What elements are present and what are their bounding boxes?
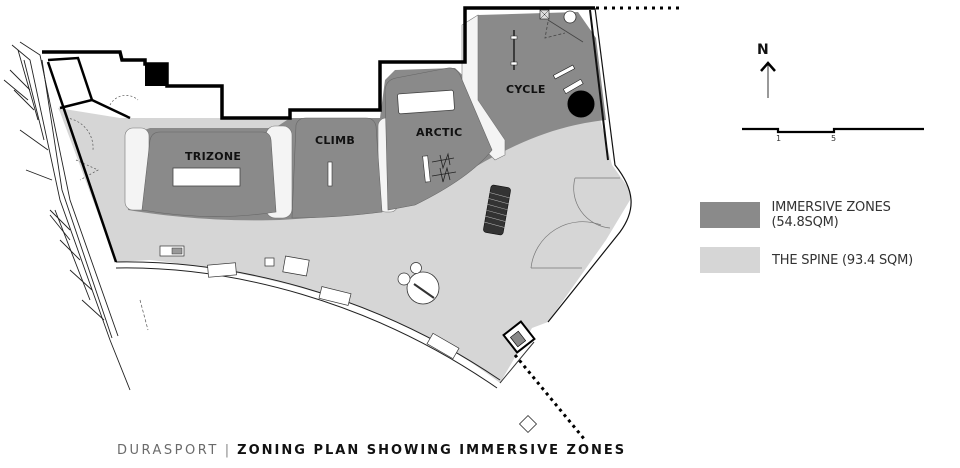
se-boundary xyxy=(513,354,587,441)
cycle-column xyxy=(563,10,577,24)
legend-swatch-spine xyxy=(700,247,760,273)
zone-label-cycle: CYCLE xyxy=(506,83,546,96)
zone-label-climb: CLIMB xyxy=(315,134,355,147)
se-lift-inner xyxy=(509,330,527,348)
scale-tick-1: 1 xyxy=(776,134,782,143)
scale-tick-5: 5 xyxy=(831,134,837,143)
cycle-bike-2 xyxy=(552,64,576,80)
cycle-corner-door xyxy=(544,21,566,39)
facade-seat-1 xyxy=(207,262,237,278)
cycle-bike-1-pedal xyxy=(510,61,518,66)
trizone-bench xyxy=(172,167,241,187)
legend-label-immersive: IMMERSIVE ZONES (54.8SQM) xyxy=(771,200,891,230)
spine-table xyxy=(406,271,440,305)
west-dashed-line xyxy=(139,299,149,331)
entry-wall xyxy=(47,56,94,110)
spine-rack xyxy=(483,184,511,236)
caption-separator: | xyxy=(224,443,232,458)
cycle-tank xyxy=(566,89,596,119)
legend-label-spine: THE SPINE (93.4 SQM) xyxy=(772,252,913,268)
legend-swatch-immersive xyxy=(700,202,760,228)
legend: IMMERSIVE ZONES (54.8SQM) THE SPINE (93.… xyxy=(700,200,960,292)
cycle-corner-wall xyxy=(547,19,584,43)
climb-equipment xyxy=(327,161,333,187)
climb-room xyxy=(291,117,383,219)
west-facade-glazing xyxy=(46,61,118,263)
south-facade-outer xyxy=(115,267,498,389)
facade-seat-3 xyxy=(426,332,460,360)
figure-caption: DURASPORT | ZONING PLAN SHOWING IMMERSIVE … xyxy=(117,443,626,458)
door-swing-1 xyxy=(573,177,611,229)
arctic-bench xyxy=(397,89,455,115)
spine-table-item xyxy=(413,283,435,299)
cycle-vent-cross xyxy=(539,9,550,20)
facade-seat-2 xyxy=(318,286,352,306)
spine-box xyxy=(264,257,275,267)
west-truss xyxy=(3,41,131,391)
spine-stool-1 xyxy=(397,272,411,286)
cycle-bike-1-seat xyxy=(510,35,518,40)
door-swing-2 xyxy=(530,221,602,269)
spine-stool-2 xyxy=(410,262,422,274)
north-wall xyxy=(42,6,595,120)
zone-label-arctic: ARCTIC xyxy=(416,126,463,139)
scale-bar xyxy=(742,127,924,134)
spine-bench xyxy=(282,255,310,277)
se-wall xyxy=(499,341,535,384)
service-block xyxy=(145,64,167,86)
north-label: N xyxy=(757,42,769,58)
east-wall xyxy=(547,7,632,323)
door-swing-north xyxy=(109,95,139,106)
zone-label-trizone: TRIZONE xyxy=(185,150,241,163)
caption-title: ZONING PLAN SHOWING IMMERSIVE ZONES xyxy=(237,443,627,458)
spine-rack-lines xyxy=(483,192,511,228)
arctic-equipment-2 xyxy=(431,152,457,183)
entry-lobby xyxy=(91,98,131,120)
door-swing-west-1 xyxy=(65,117,94,151)
caption-brand: DURASPORT xyxy=(117,443,219,458)
legend-item-spine: THE SPINE (93.4 SQM) xyxy=(700,247,960,273)
spine-console-screen xyxy=(171,247,183,255)
cycle-bike-3 xyxy=(562,78,584,95)
east-wall-inner xyxy=(589,9,609,161)
legend-item-immersive: IMMERSIVE ZONES (54.8SQM) xyxy=(700,200,960,230)
arctic-equipment-1 xyxy=(422,155,431,183)
north-arrow-head xyxy=(760,61,776,72)
se-marker xyxy=(518,414,538,434)
